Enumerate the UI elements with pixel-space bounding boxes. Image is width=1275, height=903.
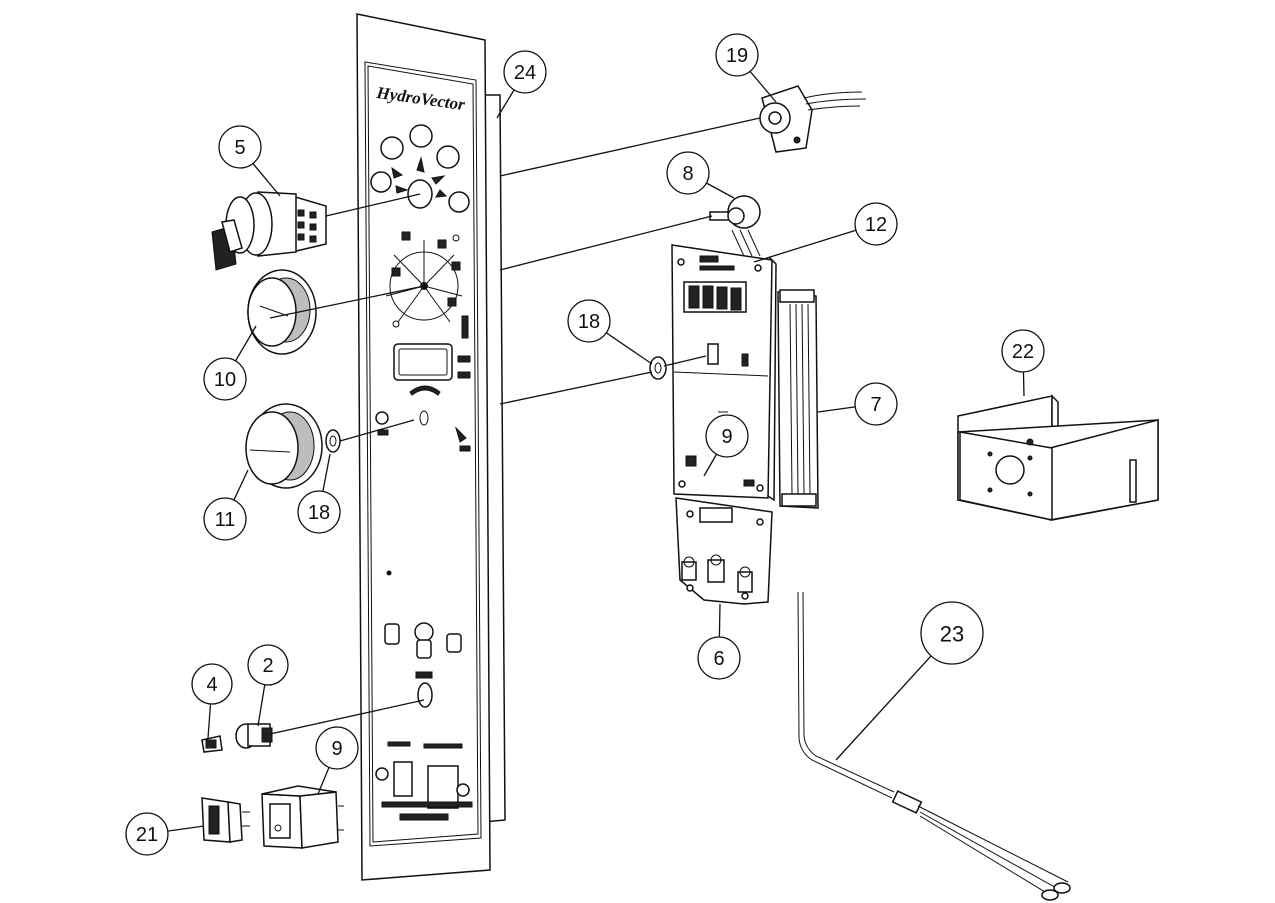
temperature-dial-scale (385, 231, 469, 339)
callout-4: 4 (191, 663, 233, 705)
callout-5: 5 (218, 125, 262, 169)
part-12-control-board (671, 244, 777, 502)
svg-text:8: 8 (682, 163, 693, 185)
callout-11: 11 (203, 497, 247, 541)
svg-text:4: 4 (206, 674, 217, 696)
svg-text:10: 10 (214, 369, 236, 391)
part-11-timer-knob (245, 403, 323, 489)
svg-text:18: 18 (308, 502, 330, 524)
part-21-rocker-switch (201, 797, 250, 843)
part-5-selector-switch (211, 191, 327, 271)
svg-text:6: 6 (713, 648, 724, 670)
part-7-ribbon-connector (777, 289, 819, 509)
callout-21: 21 (125, 812, 169, 856)
callout-10: 10 (203, 357, 247, 401)
svg-text:9: 9 (331, 738, 342, 760)
callout-23: 23 (920, 601, 984, 665)
callout-24: 24 (503, 50, 547, 94)
part-19-sensor (759, 85, 867, 153)
callout-8: 8 (666, 151, 710, 195)
svg-text:12: 12 (865, 214, 887, 236)
part-18-washer-right (649, 356, 667, 380)
svg-text:18: 18 (578, 311, 600, 333)
part-10-thermostat-knob (247, 269, 317, 355)
callout-18-right: 18 (567, 299, 611, 343)
svg-text:22: 22 (1012, 341, 1034, 363)
svg-text:21: 21 (136, 824, 158, 846)
svg-text:23: 23 (940, 622, 964, 647)
display-window (393, 343, 471, 396)
svg-text:11: 11 (215, 509, 236, 531)
callout-18-left: 18 (297, 490, 341, 534)
svg-text:5: 5 (234, 137, 245, 159)
part-22-bracket (957, 394, 1159, 521)
part-2-indicator-light (235, 723, 273, 749)
part-18-washer-left (325, 429, 341, 453)
svg-text:24: 24 (514, 62, 536, 84)
part-9-switch (261, 785, 344, 849)
part-6-lower-board (675, 497, 773, 605)
callout-6: 6 (697, 636, 741, 680)
callout-9-switch: 9 (315, 726, 359, 770)
switch-cutouts (375, 741, 473, 821)
callout-12: 12 (854, 202, 898, 246)
part-4-clip (201, 735, 223, 753)
callout-9-board: 9 (705, 414, 749, 458)
svg-text:19: 19 (726, 45, 748, 67)
callout-7: 7 (854, 382, 898, 426)
svg-text:9: 9 (721, 426, 732, 448)
svg-text:2: 2 (262, 655, 273, 677)
part-23-probe (797, 591, 1071, 901)
part-8-potentiometer (709, 195, 761, 257)
callout-19: 19 (715, 33, 759, 77)
control-panel: HydroVector (356, 13, 506, 881)
timer-position (375, 410, 471, 452)
svg-text:7: 7 (870, 394, 881, 416)
callout-22: 22 (1001, 329, 1045, 373)
callout-2: 2 (247, 644, 289, 686)
